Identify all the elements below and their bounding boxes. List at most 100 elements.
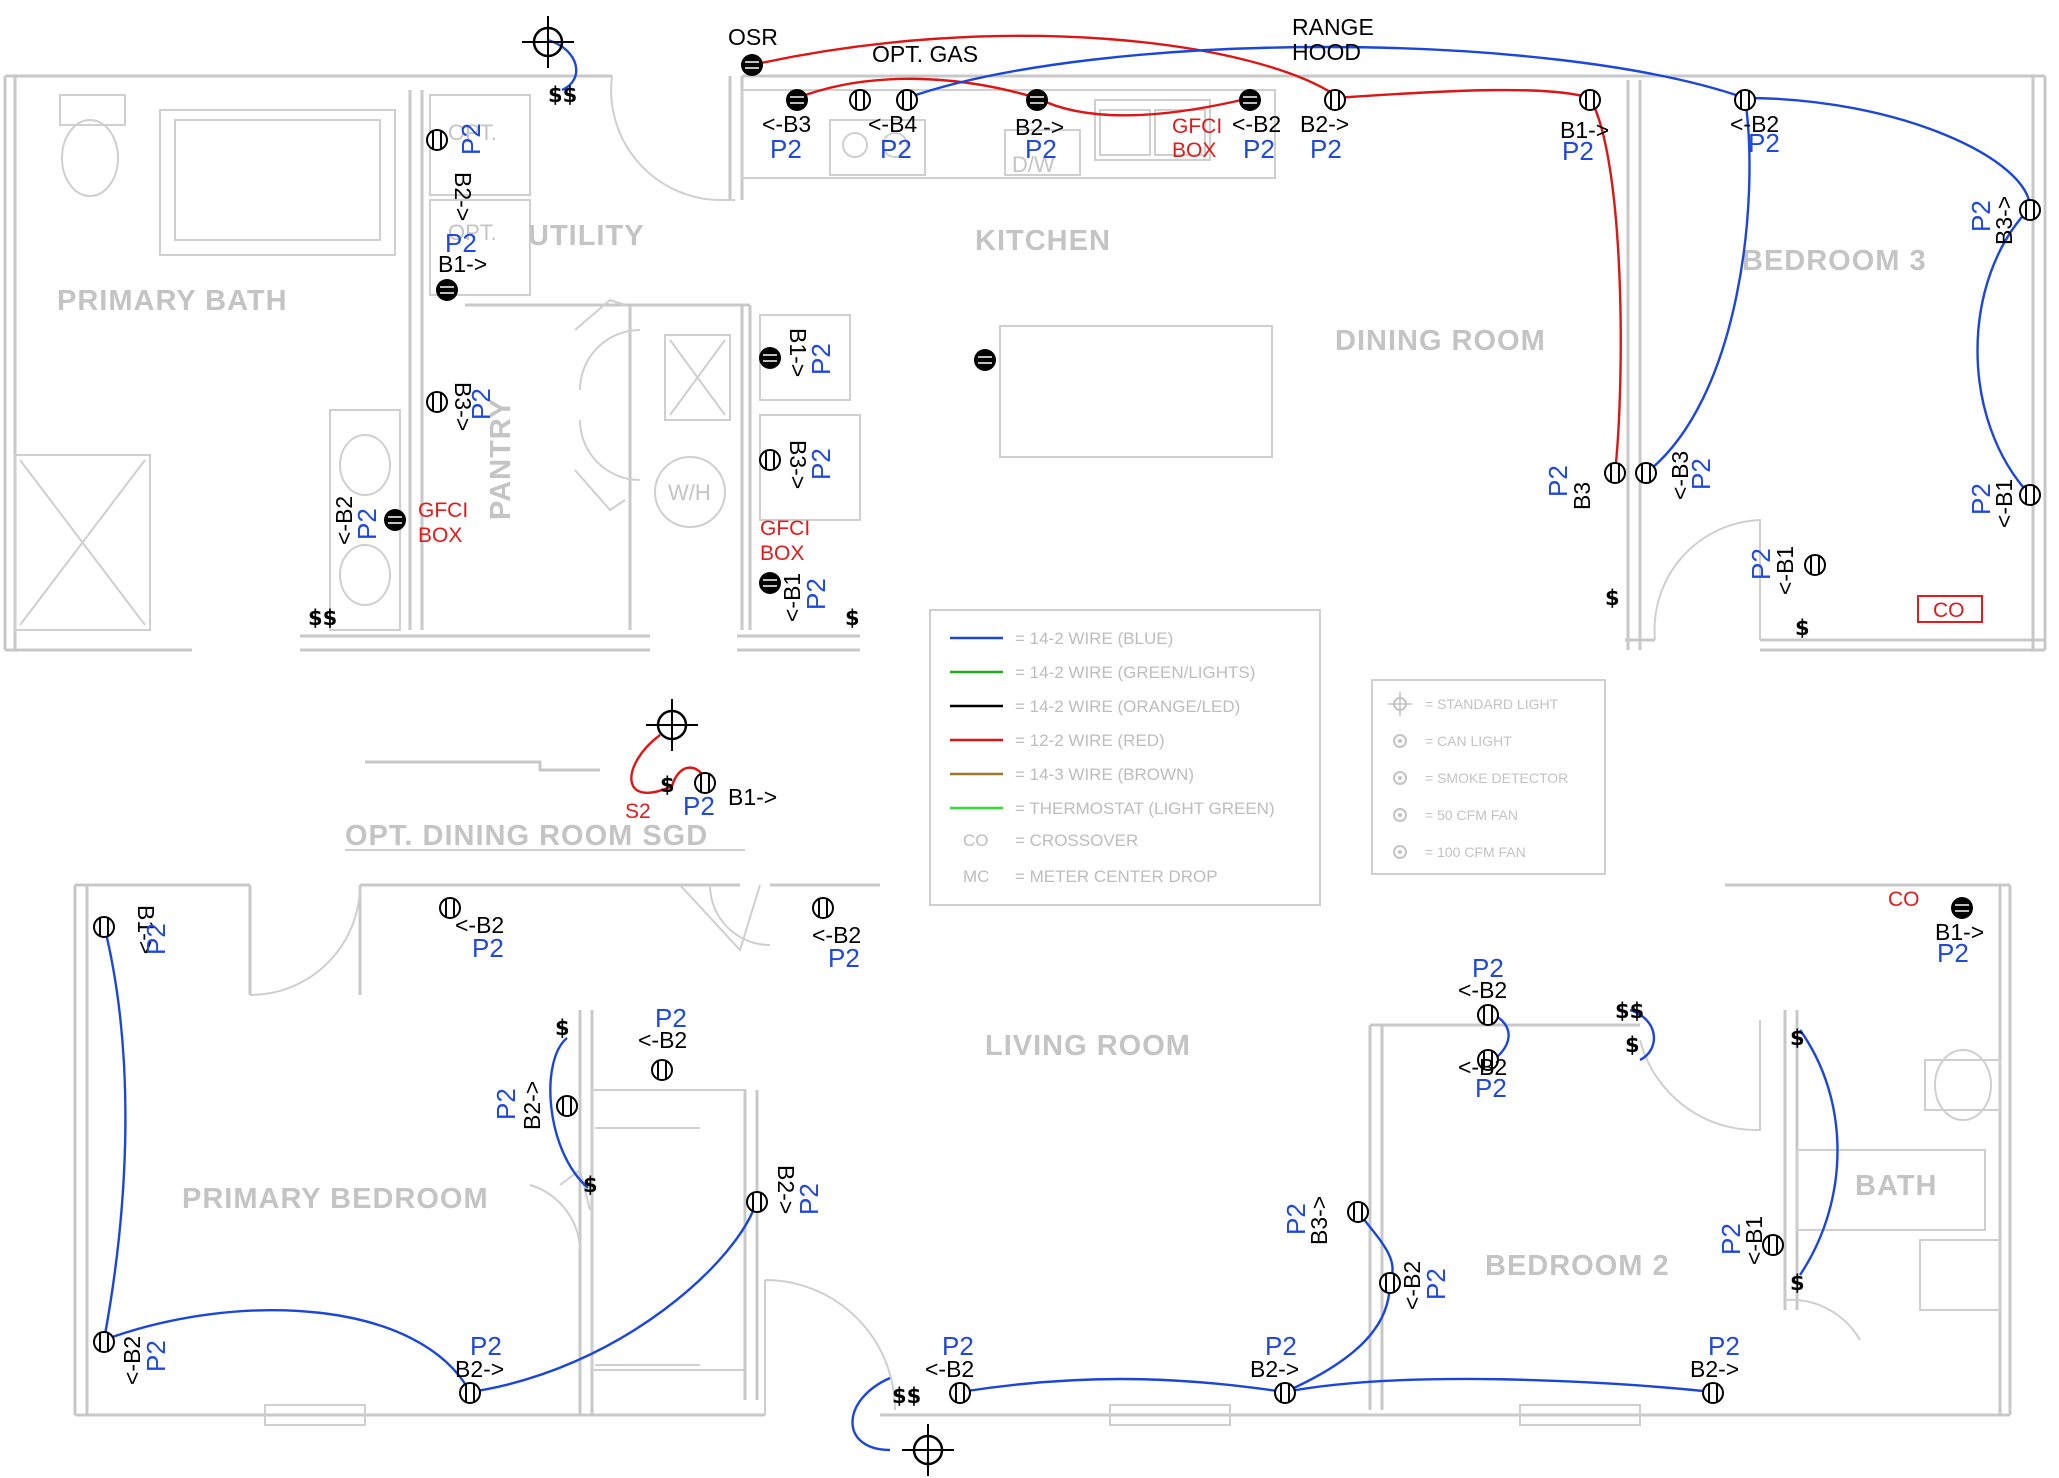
p2-label: P2 bbox=[1472, 953, 1504, 983]
legend-symbol-label: = CAN LIGHT bbox=[1425, 733, 1512, 749]
circuit-label: <-B2 bbox=[1458, 977, 1507, 1003]
p2-label: P2 bbox=[1937, 938, 1969, 968]
p2-label: P2 bbox=[806, 343, 836, 375]
p2-label: P2 bbox=[1421, 1268, 1451, 1300]
room-label-opt-dining-sgd: OPT. DINING ROOM SGD bbox=[345, 820, 708, 852]
p2-label: P2 bbox=[770, 134, 802, 164]
p2-label: P2 bbox=[806, 448, 836, 480]
receptacle-icon bbox=[1635, 462, 1657, 484]
standard-light-icon bbox=[900, 1422, 956, 1478]
room-labels: PRIMARY BATH UTILITY KITCHEN DINING ROOM… bbox=[57, 120, 1936, 1282]
receptacle-icon bbox=[1579, 89, 1601, 111]
receptacle-icon bbox=[1324, 89, 1346, 111]
gfci-box-label: BOX bbox=[418, 524, 462, 547]
room-label-pantry: PANTRY bbox=[485, 398, 517, 520]
standard-light-icon bbox=[644, 697, 700, 753]
p2-label: P2 bbox=[470, 1331, 502, 1361]
receptacle-icon bbox=[896, 89, 918, 111]
p2-label: P2 bbox=[1716, 1223, 1746, 1255]
legend-abbr-code: CO bbox=[963, 831, 989, 850]
receptacle-icon bbox=[651, 1059, 673, 1081]
gfci-receptacle-icon bbox=[785, 88, 809, 112]
p2-label: P2 bbox=[1265, 1331, 1297, 1361]
standard-light-icon bbox=[1388, 692, 1412, 716]
room-label-dining-room: DINING ROOM bbox=[1335, 325, 1546, 357]
circuit-label: <-B3 bbox=[762, 111, 811, 137]
p2-label: P2 bbox=[466, 388, 496, 420]
gfci-receptacle-icon bbox=[435, 278, 459, 302]
circuit-label: <-B3 bbox=[1667, 451, 1693, 500]
osr-label: OSR bbox=[728, 24, 778, 50]
receptacle-icon bbox=[93, 1331, 115, 1353]
circuit-label: <-B1 bbox=[779, 573, 805, 622]
switch-symbol: $$ bbox=[892, 1384, 921, 1408]
receptacle-icon bbox=[426, 129, 448, 151]
p2-label: P2 bbox=[880, 134, 912, 164]
circuit-label: B2-> bbox=[519, 1081, 545, 1130]
switch-symbol: $ bbox=[555, 1016, 570, 1040]
circuit-label: B2-> bbox=[1250, 1356, 1299, 1382]
gfci-receptacle-icon bbox=[1238, 88, 1262, 112]
switch-symbol: $ bbox=[1795, 616, 1810, 640]
receptacle-icon bbox=[746, 1191, 768, 1213]
gfci-label: GFCI bbox=[418, 499, 468, 522]
circuit-label: B2-> bbox=[773, 1165, 799, 1214]
receptacle-icon bbox=[1274, 1382, 1296, 1404]
p2-label: P2 bbox=[141, 923, 171, 955]
p2-label: P2 bbox=[1025, 134, 1057, 164]
opt-label-2: OPT. bbox=[448, 220, 497, 245]
fan-100-icon bbox=[1393, 845, 1407, 859]
circuit-label: <-B2 bbox=[812, 922, 861, 948]
p2-label: P2 bbox=[456, 123, 486, 155]
p2-label: P2 bbox=[472, 933, 504, 963]
circuit-label: <-B2 bbox=[1458, 1054, 1507, 1080]
p2-label: P2 bbox=[1686, 458, 1716, 490]
legend-abbr-label: = METER CENTER DROP bbox=[1015, 867, 1218, 886]
receptacle-icon bbox=[1477, 1004, 1499, 1026]
p2-label: P2 bbox=[141, 1340, 171, 1372]
circuit-label: B1-> bbox=[133, 905, 159, 954]
switch-symbol: $ bbox=[660, 773, 675, 797]
can-light-icon bbox=[1393, 734, 1407, 748]
circuit-label: <-B2 bbox=[455, 912, 504, 938]
switch-symbol: $ bbox=[845, 606, 860, 630]
p2-label: P2 bbox=[1748, 128, 1780, 158]
symbol-legend: = STANDARD LIGHT= CAN LIGHT= SMOKE DETEC… bbox=[1371, 679, 1606, 875]
circuit-label: B1-> bbox=[1560, 117, 1609, 143]
opt-label-1: OPT. bbox=[448, 120, 497, 145]
standard-light-icon bbox=[520, 14, 576, 70]
opt-gas-label: OPT. GAS bbox=[872, 41, 978, 67]
switch-symbol: $ bbox=[1790, 1026, 1805, 1050]
switch-symbol: $$ bbox=[308, 606, 337, 630]
switch-symbol: $$ bbox=[1615, 999, 1644, 1023]
circuit-label: B2-> bbox=[1300, 111, 1349, 137]
smoke-detector-icon bbox=[740, 53, 764, 77]
range-hood-label-1: RANGE bbox=[1292, 14, 1374, 40]
gfci-receptacle-icon bbox=[1950, 896, 1974, 920]
gfci-label: GFCI bbox=[1172, 115, 1222, 138]
receptacle-icon bbox=[812, 897, 834, 919]
p2-label: P2 bbox=[794, 1183, 824, 1215]
receptacle-icon bbox=[2019, 199, 2041, 221]
p2-label: P2 bbox=[655, 1003, 687, 1033]
circuit-label: <-B1 bbox=[1991, 479, 2017, 528]
legend-wire-label: = THERMOSTAT (LIGHT GREEN) bbox=[1015, 799, 1275, 818]
legend-wire-label: = 14-2 WIRE (GREEN/LIGHTS) bbox=[1015, 663, 1255, 682]
circuit-label: B1-> bbox=[785, 328, 811, 377]
receptacle-icon bbox=[949, 1382, 971, 1404]
circuit-label: B1-> bbox=[438, 251, 487, 277]
receptacle-icon bbox=[1347, 1201, 1369, 1223]
gfci-label: GFCI bbox=[760, 517, 810, 540]
circuit-label: B1-> bbox=[1935, 919, 1984, 945]
gfci-receptacle-icon bbox=[973, 348, 997, 372]
p2-label: P2 bbox=[445, 228, 477, 258]
gfci-receptacle-icon bbox=[758, 571, 782, 595]
dishwasher-label: D/W bbox=[1012, 152, 1055, 177]
receptacle-icon bbox=[1702, 1382, 1724, 1404]
water-heater-label: W/H bbox=[668, 480, 711, 505]
p2-label: P2 bbox=[1966, 483, 1996, 515]
receptacle-icon bbox=[849, 89, 871, 111]
circuit-label: <-B1 bbox=[1772, 546, 1798, 595]
room-label-bedroom-3: BEDROOM 3 bbox=[1742, 245, 1927, 277]
